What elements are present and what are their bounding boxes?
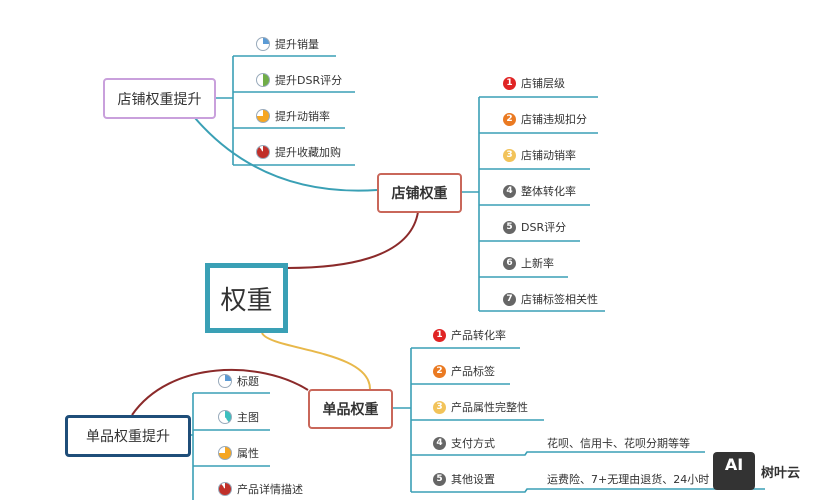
item-boost-item[interactable]: 属性 [218,445,259,461]
progress-pie-icon [256,37,270,51]
shop-weight-item[interactable]: 1 店铺层级 [503,75,565,91]
shop-boost-item[interactable]: 提升动销率 [256,108,330,124]
number-badge-icon: 7 [503,292,516,306]
item-weight-label: 单品权重 [322,402,379,418]
link-shopboost-shop [194,117,378,192]
number-badge-icon: 1 [503,76,516,90]
shop-boost-item[interactable]: 提升DSR评分 [256,72,342,88]
item-weight-node[interactable]: 单品权重 [308,389,393,429]
item-label: 提升DSR评分 [275,74,343,87]
item-label: 提升销量 [275,38,319,51]
number-badge-icon: 3 [503,148,516,162]
item-weight-item[interactable]: 4 支付方式 [433,435,495,451]
item-label: 产品详情描述 [237,483,303,496]
watermark-text: 树叶云 [761,465,801,481]
root-node[interactable]: 权重 [205,263,288,333]
item-boost-node[interactable]: 单品权重提升 [65,415,191,457]
item-label: 其他设置 [451,473,495,486]
item-boost-item[interactable]: 主图 [218,409,259,425]
item-label: 店铺动销率 [521,149,576,162]
item-detail: 花呗、信用卡、花呗分期等等 [547,437,690,450]
link-root-shop [286,211,419,269]
number-badge-icon: 3 [433,400,446,414]
number-badge-icon: 2 [433,364,446,378]
progress-pie-icon [256,145,270,159]
shop-weight-label: 店铺权重 [391,186,448,202]
progress-pie-icon [218,446,232,460]
shop-boost-node[interactable]: 店铺权重提升 [103,78,216,119]
number-badge-icon: 5 [503,220,516,234]
item-label: 产品转化率 [451,329,506,342]
item-label: 店铺违规扣分 [521,113,587,126]
item-label: 属性 [237,447,259,460]
shop-weight-item[interactable]: 7 店铺标签相关性 [503,291,598,307]
number-badge-icon: 4 [433,436,446,450]
item-label: DSR评分 [521,221,567,234]
item-label: 产品标签 [451,365,495,378]
item-label: 标题 [237,375,259,388]
item-weight-item[interactable]: 1 产品转化率 [433,327,506,343]
shop-weight-item[interactable]: 5 DSR评分 [503,219,566,235]
number-badge-icon: 2 [503,112,516,126]
number-badge-icon: 4 [503,184,516,198]
progress-pie-icon [218,374,232,388]
item-detail: 运费险、7+无理由退货、24小时 [547,473,710,486]
item-boost-item[interactable]: 产品详情描述 [218,481,303,497]
item-boost-label: 单品权重提升 [86,429,170,445]
item-boost-item[interactable]: 标题 [218,373,259,389]
shop-weight-item[interactable]: 4 整体转化率 [503,183,576,199]
item-label: 上新率 [521,257,554,270]
item-label: 提升收藏加购 [275,146,341,159]
link-itemboost-item [131,369,309,416]
link-root-item [261,332,371,390]
shop-weight-node[interactable]: 店铺权重 [377,173,462,213]
item-label: 店铺层级 [521,77,565,90]
shop-weight-item[interactable]: 2 店铺违规扣分 [503,111,587,127]
shop-weight-item[interactable]: 6 上新率 [503,255,554,271]
progress-pie-icon [218,482,232,496]
shop-weight-item[interactable]: 3 店铺动销率 [503,147,576,163]
item-weight-item[interactable]: 5 其他设置 [433,471,495,487]
progress-pie-icon [218,410,232,424]
shop-boost-label: 店铺权重提升 [117,91,202,108]
shop-boost-item[interactable]: 提升收藏加购 [256,144,341,160]
shop-boost-item[interactable]: 提升销量 [256,36,319,52]
item-label: 主图 [237,411,259,424]
watermark: AI 树叶云 [713,452,800,490]
item-weight-item[interactable]: 3 产品属性完整性 [433,399,528,415]
root-label: 权重 [220,285,273,316]
item-label: 整体转化率 [521,185,576,198]
watermark-logo: AI [713,452,755,490]
item-label: 提升动销率 [275,110,330,123]
item-label: 店铺标签相关性 [521,293,598,306]
item-label: 产品属性完整性 [451,401,528,414]
progress-pie-icon [256,73,270,87]
progress-pie-icon [256,109,270,123]
number-badge-icon: 6 [503,256,516,270]
item-label: 支付方式 [451,437,495,450]
number-badge-icon: 1 [433,328,446,342]
number-badge-icon: 5 [433,472,446,486]
item-weight-item[interactable]: 2 产品标签 [433,363,495,379]
